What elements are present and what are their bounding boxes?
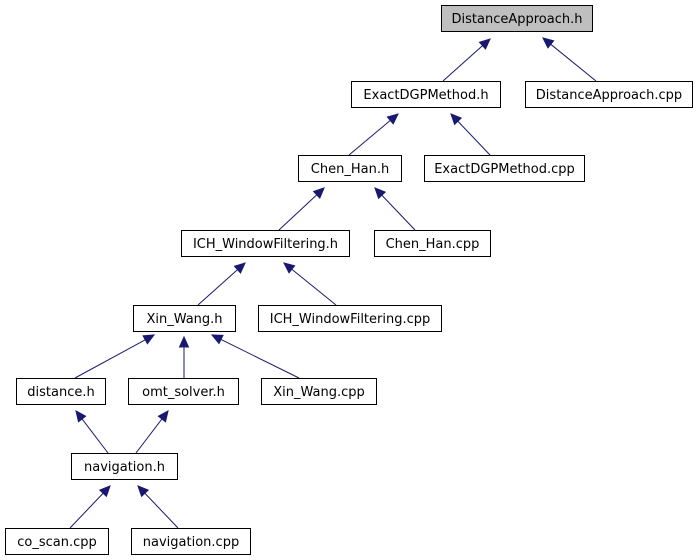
- edge-line: [348, 120, 391, 156]
- edge-exactdgpmethod-h-to-distanceapproach-h: [442, 38, 491, 82]
- arrowhead: [283, 262, 296, 274]
- node-box[interactable]: [258, 305, 442, 332]
- node-label: Chen_Han.h: [311, 162, 389, 177]
- arrowhead: [478, 38, 491, 50]
- arrowhead: [157, 410, 169, 423]
- arrowhead: [233, 262, 246, 274]
- edges-layer: [69, 37, 597, 529]
- node-box[interactable]: [525, 81, 693, 108]
- node-box[interactable]: [5, 528, 109, 555]
- node-co-scan-cpp[interactable]: co_scan.cpp: [5, 528, 109, 555]
- node-label: Xin_Wang.h: [146, 312, 222, 327]
- node-label: DistanceApproach.h: [452, 12, 583, 27]
- edge-navigation-cpp-to-navigation-h: [137, 485, 179, 529]
- edge-line: [197, 269, 238, 306]
- node-label: ICH_WindowFiltering.h: [193, 237, 338, 252]
- node-navigation-h[interactable]: navigation.h: [71, 453, 178, 480]
- node-distance-h[interactable]: distance.h: [16, 378, 106, 405]
- edge-ich-windowfiltering-h-to-chen-han-h: [278, 187, 325, 231]
- edge-line: [550, 43, 597, 82]
- node-label: Xin_Wang.cpp: [273, 385, 365, 400]
- node-distanceapproach-cpp[interactable]: DistanceApproach.cpp: [525, 81, 693, 108]
- edge-line: [381, 194, 416, 231]
- node-box[interactable]: [181, 230, 350, 257]
- node-ich-windowfiltering-cpp[interactable]: ICH_WindowFiltering.cpp: [258, 305, 442, 332]
- node-label: navigation.cpp: [143, 535, 239, 550]
- edge-distance-h-to-xin-wang-h: [74, 334, 156, 379]
- node-box[interactable]: [374, 230, 491, 257]
- node-label: distance.h: [27, 385, 94, 400]
- arrowhead: [137, 485, 150, 498]
- edge-chen-han-cpp-to-chen-han-h: [374, 187, 416, 231]
- edge-xin-wang-cpp-to-xin-wang-h: [210, 334, 300, 379]
- node-label: ExactDGPMethod.h: [363, 88, 488, 103]
- node-label: ExactDGPMethod.cpp: [434, 162, 575, 177]
- edge-line: [69, 492, 104, 529]
- arrowhead: [450, 113, 463, 126]
- arrowhead: [75, 410, 87, 423]
- arrowhead: [210, 334, 224, 345]
- edge-ich-windowfiltering-cpp-to-ich-windowfiltering-h: [283, 262, 337, 306]
- node-box[interactable]: [71, 453, 178, 480]
- arrowhead: [178, 335, 190, 348]
- node-xin-wang-cpp[interactable]: Xin_Wang.cpp: [261, 378, 377, 405]
- arrowhead: [542, 37, 555, 49]
- node-box[interactable]: [441, 5, 593, 32]
- node-label: navigation.h: [84, 460, 165, 475]
- node-box[interactable]: [424, 155, 585, 182]
- node-ich-windowfiltering-h[interactable]: ICH_WindowFiltering.h: [181, 230, 350, 257]
- edge-co-scan-cpp-to-navigation-h: [69, 485, 111, 529]
- node-box[interactable]: [16, 378, 106, 405]
- node-label: omt_solver.h: [142, 385, 225, 400]
- node-box[interactable]: [261, 378, 377, 405]
- edge-chen-han-h-to-exactdgpmethod-h: [348, 113, 399, 156]
- edge-line: [442, 45, 483, 82]
- node-chen-han-h[interactable]: Chen_Han.h: [298, 155, 402, 182]
- node-label: Chen_Han.cpp: [386, 237, 480, 252]
- arrowhead: [312, 187, 325, 200]
- edge-line: [291, 268, 337, 306]
- edge-navigation-h-to-distance-h: [75, 410, 109, 454]
- edge-exactdgpmethod-cpp-to-exactdgpmethod-h: [450, 113, 491, 156]
- arrowhead: [386, 113, 399, 125]
- edge-line: [278, 194, 318, 231]
- node-navigation-cpp[interactable]: navigation.cpp: [131, 528, 251, 555]
- edge-distanceapproach-cpp-to-distanceapproach-h: [542, 37, 597, 82]
- edge-line: [81, 418, 109, 454]
- edge-line: [457, 120, 491, 156]
- node-label: DistanceApproach.cpp: [536, 88, 682, 103]
- edge-line: [220, 338, 300, 379]
- node-box[interactable]: [351, 81, 501, 108]
- node-xin-wang-h[interactable]: Xin_Wang.h: [133, 305, 236, 332]
- node-exactdgpmethod-h[interactable]: ExactDGPMethod.h: [351, 81, 501, 108]
- node-label: ICH_WindowFiltering.cpp: [270, 312, 431, 327]
- node-label: co_scan.cpp: [17, 535, 97, 550]
- edge-line: [135, 418, 163, 454]
- arrowhead: [142, 334, 156, 345]
- edge-line: [74, 339, 146, 379]
- edge-xin-wang-h-to-ich-windowfiltering-h: [197, 262, 246, 306]
- node-box[interactable]: [128, 378, 239, 405]
- node-box[interactable]: [133, 305, 236, 332]
- arrowhead: [374, 187, 387, 200]
- edge-navigation-h-to-omt-solver-h: [135, 410, 169, 454]
- node-chen-han-cpp[interactable]: Chen_Han.cpp: [374, 230, 491, 257]
- arrowhead: [98, 485, 111, 498]
- node-exactdgpmethod-cpp[interactable]: ExactDGPMethod.cpp: [424, 155, 585, 182]
- node-box[interactable]: [298, 155, 402, 182]
- node-omt-solver-h[interactable]: omt_solver.h: [128, 378, 239, 405]
- edge-omt-solver-h-to-xin-wang-h: [178, 335, 190, 378]
- node-distanceapproach-h[interactable]: DistanceApproach.h: [441, 5, 593, 32]
- node-box[interactable]: [131, 528, 251, 555]
- edge-line: [144, 492, 179, 529]
